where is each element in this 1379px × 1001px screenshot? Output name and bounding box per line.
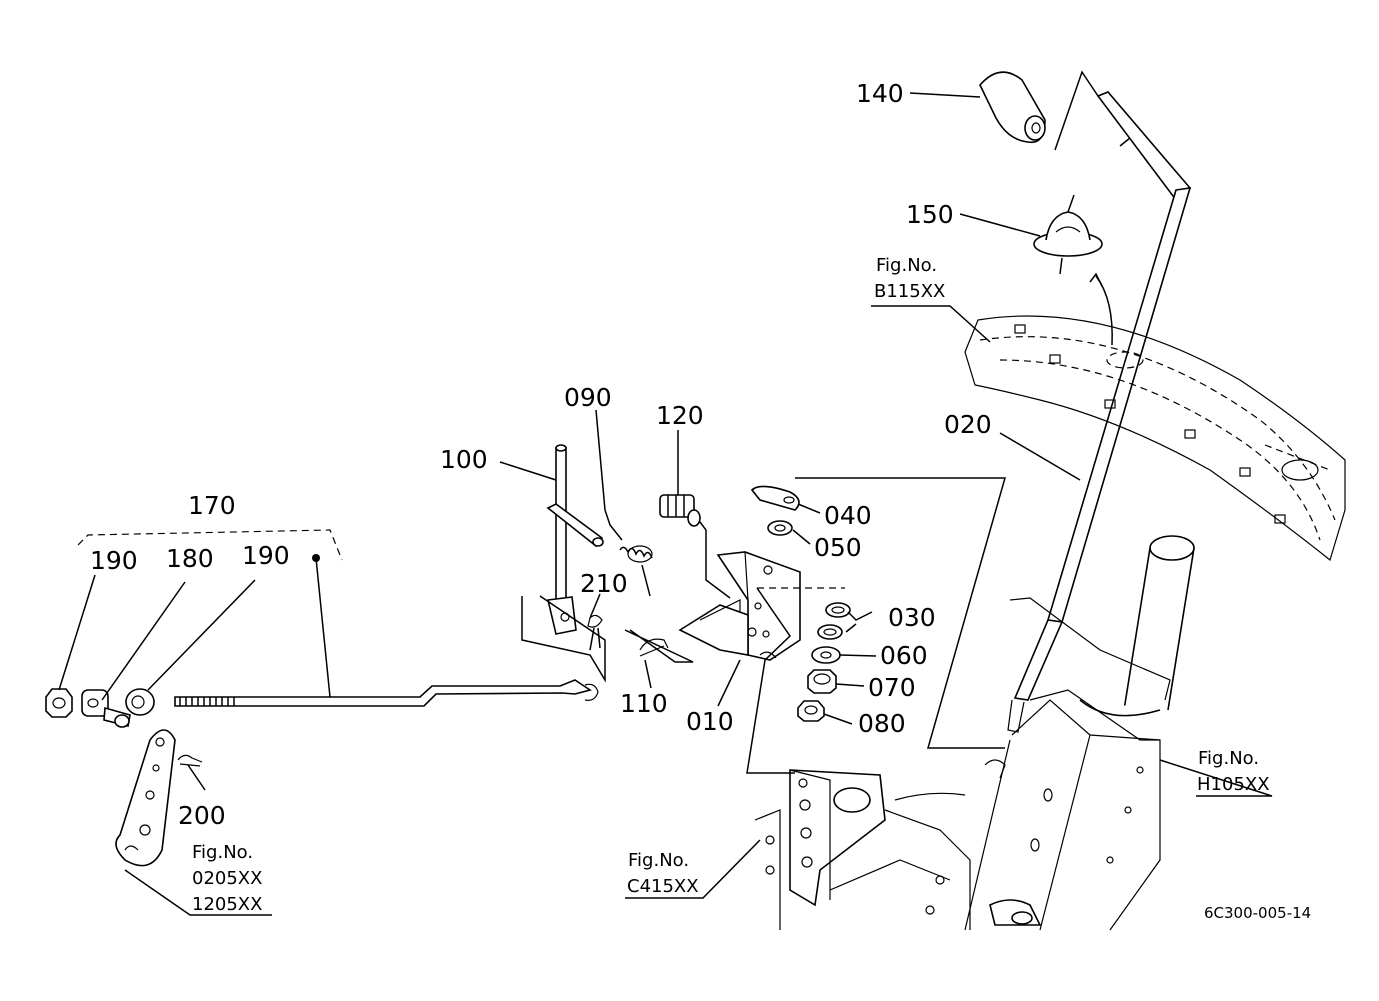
arm-0205: [115, 729, 176, 867]
washer-050: [767, 520, 793, 536]
label-170: 170: [188, 491, 236, 520]
nut-190-left: [45, 688, 73, 718]
shift-lever-020: [1007, 91, 1192, 733]
joint-180: [81, 689, 131, 728]
fig-h105-code: H105XX: [1197, 774, 1270, 795]
label-190-left: 190: [90, 546, 138, 575]
nut-190-right: [125, 688, 155, 716]
fig-0205-label: Fig.No.: [192, 842, 253, 863]
fig-h105-label: Fig.No.: [1198, 748, 1259, 769]
washer-060: [811, 646, 841, 664]
drawing-code: 6C300-005-14: [1204, 904, 1311, 922]
part-number-labels: 140 150 020 100 090 120 210 110 010 040 …: [90, 79, 992, 830]
frame-c415: [754, 769, 971, 930]
plate-040: [750, 485, 800, 511]
label-030: 030: [888, 603, 936, 632]
fig-1205-code: 1205XX: [192, 894, 262, 915]
spring-090: [604, 509, 653, 597]
console-h105: [964, 535, 1195, 931]
label-060: 060: [880, 641, 928, 670]
label-210: 210: [580, 569, 628, 598]
pin-120: [659, 494, 731, 599]
label-040: 040: [824, 501, 872, 530]
fig-c415-code: C415XX: [627, 876, 699, 897]
fig-b115-label: Fig.No.: [876, 255, 937, 276]
label-180: 180: [166, 544, 214, 573]
label-080: 080: [858, 709, 906, 738]
knob-140: [979, 70, 1099, 151]
clip-200: [177, 754, 203, 767]
label-140: 140: [856, 79, 904, 108]
bracket-010: [678, 551, 801, 661]
label-150: 150: [906, 200, 954, 229]
nut-080: [797, 700, 825, 722]
fig-0205-code: 0205XX: [192, 868, 262, 889]
label-020: 020: [944, 410, 992, 439]
label-070: 070: [868, 673, 916, 702]
fig-c415-label: Fig.No.: [628, 850, 689, 871]
boot-150: [1033, 194, 1113, 346]
label-050: 050: [814, 533, 862, 562]
cover-b115: [964, 315, 1346, 562]
label-090: 090: [564, 383, 612, 412]
figure-references: Fig.No. B115XX Fig.No. H105XX Fig.No. C4…: [192, 255, 1270, 915]
label-120: 120: [656, 401, 704, 430]
label-100: 100: [440, 445, 488, 474]
label-190-right: 190: [242, 541, 290, 570]
washers-030: [817, 602, 851, 640]
label-200: 200: [178, 801, 226, 830]
rod-170: [174, 679, 599, 707]
label-010: 010: [686, 707, 734, 736]
pin-110: [639, 638, 669, 657]
label-110: 110: [620, 689, 668, 718]
leader-lines: [58, 92, 1273, 916]
fig-b115-code: B115XX: [874, 281, 945, 302]
nut-070: [807, 669, 837, 694]
